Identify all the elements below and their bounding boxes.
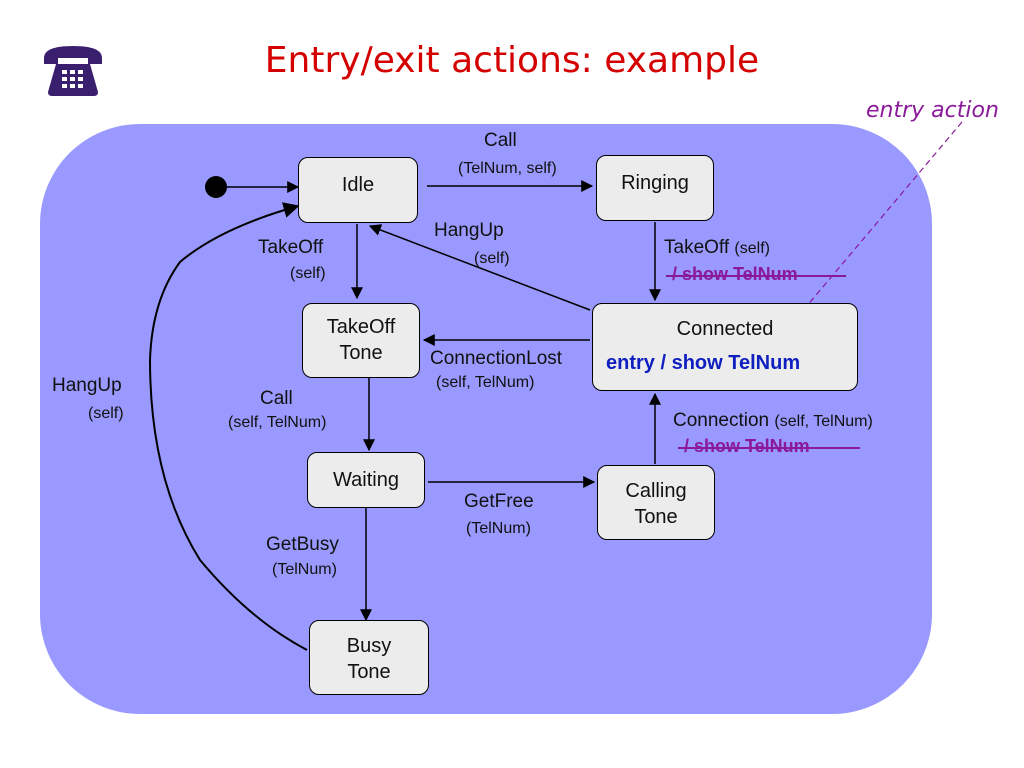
state-waiting-label: Waiting: [333, 469, 399, 491]
state-ringing-label: Ringing: [621, 172, 689, 194]
label-takeoff-right: TakeOff (self): [664, 237, 770, 259]
transition-connected-idle: [368, 224, 591, 311]
state-takeoff-tone-line1: TakeOff: [326, 316, 396, 338]
label-getfree-params: (TelNum): [466, 520, 531, 537]
state-waiting: Waiting: [307, 452, 425, 508]
transition-busytone-idle: [148, 202, 308, 651]
entry-action-text: / show TelNum: [660, 352, 801, 374]
label-hangup-mid: HangUp: [434, 220, 504, 241]
label-getbusy-params: (TelNum): [272, 561, 337, 578]
entry-keyword: entry: [606, 352, 655, 374]
struck-action-takeoff: / show TelNum: [672, 264, 798, 284]
state-connected-label: Connected: [676, 318, 774, 340]
state-busy-tone: Busy Tone: [309, 620, 429, 695]
state-idle: Idle: [298, 157, 418, 223]
state-idle-label: Idle: [341, 174, 375, 196]
entry-action-note: entry action: [866, 98, 999, 123]
label-hangup-left: HangUp: [52, 375, 122, 396]
state-calling-tone: Calling Tone: [597, 465, 715, 540]
label-connection-params: (self, TelNum): [774, 413, 873, 430]
struck-action-connection: / show TelNum: [684, 436, 810, 456]
label-takeoff-left: TakeOff: [258, 237, 324, 258]
label-getfree: GetFree: [464, 491, 534, 512]
label-connection: Connection (self, TelNum): [673, 410, 873, 432]
strike-line-takeoff: [666, 275, 846, 277]
label-takeoff-left-params: (self): [290, 265, 326, 282]
state-takeoff-tone: TakeOff Tone: [302, 303, 420, 378]
state-connected: Connected: [592, 303, 858, 391]
label-call-mid: Call: [260, 388, 293, 409]
state-busy-tone-line1: Busy: [346, 635, 392, 657]
label-connection-name: Connection: [673, 410, 770, 431]
label-call-top: Call: [484, 130, 517, 151]
telephone-icon: [44, 46, 102, 96]
strike-line-connection: [678, 447, 860, 449]
state-takeoff-tone-line2: Tone: [339, 342, 383, 364]
label-hangup-left-params: (self): [88, 405, 124, 422]
state-calling-tone-line2: Tone: [634, 506, 678, 528]
label-takeoff-right-params: (self): [734, 240, 770, 257]
label-hangup-mid-params: (self): [474, 250, 510, 267]
state-calling-tone-line1: Calling: [625, 480, 687, 502]
initial-state-dot: [205, 176, 227, 198]
composite-region: [40, 124, 932, 714]
label-call-top-params: (TelNum, self): [458, 160, 557, 177]
label-takeoff-right-name: TakeOff: [664, 237, 730, 258]
state-busy-tone-line2: Tone: [347, 661, 391, 683]
label-connection-lost-params: (self, TelNum): [436, 374, 535, 391]
label-call-mid-params: (self, TelNum): [228, 414, 327, 431]
connected-entry-action: entry / show TelNum: [606, 352, 800, 375]
label-getbusy: GetBusy: [266, 534, 339, 555]
state-ringing: Ringing: [596, 155, 714, 221]
label-connection-lost: ConnectionLost: [430, 348, 563, 369]
slide-title: Entry/exit actions: example: [264, 40, 760, 81]
